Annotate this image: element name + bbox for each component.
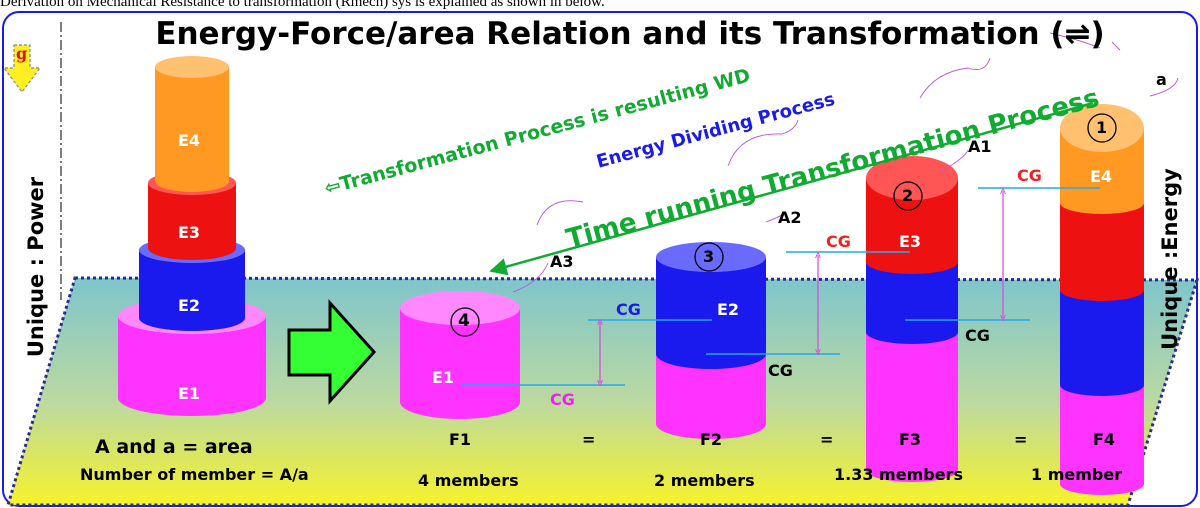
stack-f2 xyxy=(588,242,840,439)
circle-2 xyxy=(893,181,923,211)
label-e2-f2: E2 xyxy=(717,300,740,319)
cg-f2-lower: CG xyxy=(768,361,793,380)
cg-f2-upper: CG xyxy=(616,300,641,319)
stack-f1 xyxy=(400,291,625,419)
stack-f3 xyxy=(786,156,1030,482)
force-f1: F1 xyxy=(449,430,472,449)
label-e1-left: E1 xyxy=(178,384,201,403)
circle-1-label: 1 xyxy=(1096,118,1108,137)
cg-f3-lower: CG xyxy=(965,326,990,345)
area-a3: A3 xyxy=(550,252,574,271)
force-f4: F4 xyxy=(1093,430,1116,449)
label-e3-f3: E3 xyxy=(899,232,922,251)
cg-f1: CG xyxy=(550,390,575,409)
area-a1: A1 xyxy=(968,137,992,156)
left-stack xyxy=(118,56,266,416)
circle-2-label: 2 xyxy=(902,186,914,205)
stack-f4 xyxy=(978,104,1144,495)
force-f2: F2 xyxy=(700,430,723,449)
transform-arrow xyxy=(287,299,377,405)
circle-3-label: 3 xyxy=(703,247,715,266)
equals-3: = xyxy=(1014,430,1028,449)
circle-4 xyxy=(450,307,480,337)
members-f3: 1.33 members xyxy=(834,465,963,484)
label-e4-f4: E4 xyxy=(1090,167,1113,186)
circle-4-label: 4 xyxy=(458,311,470,331)
area-definition: A and a = area xyxy=(95,436,253,458)
equals-1: = xyxy=(582,430,596,449)
equals-2: = xyxy=(820,430,834,449)
member-formula: Number of member = A/a xyxy=(80,465,309,484)
top-caption: Derivation on Mechanical Resistance to t… xyxy=(0,0,605,10)
label-e2-left: E2 xyxy=(178,296,201,315)
left-side-label: Unique : Power xyxy=(24,176,48,358)
right-side-label: Unique :Energy xyxy=(1158,168,1182,350)
area-a: a xyxy=(1156,70,1167,89)
cg-f4: CG xyxy=(1017,166,1042,185)
time-arrow xyxy=(489,101,1094,276)
gravity-arrow xyxy=(2,44,42,93)
cg-f3-upper: CG xyxy=(826,232,851,251)
members-f4: 1 member xyxy=(1031,465,1123,484)
label-e4-left: E4 xyxy=(178,131,201,150)
gravity-label: g xyxy=(16,44,28,63)
circle-1 xyxy=(1087,113,1117,143)
label-e1-f1: E1 xyxy=(432,368,455,387)
label-e3-left: E3 xyxy=(178,223,201,242)
pointer-curves xyxy=(512,32,1179,293)
force-f3: F3 xyxy=(899,430,922,449)
circle-3 xyxy=(694,242,724,272)
members-f2: 2 members xyxy=(654,471,755,490)
members-f1: 4 members xyxy=(418,471,519,490)
page-title: Energy-Force/area Relation and its Trans… xyxy=(155,16,1105,52)
cg-height-arrows xyxy=(600,191,1003,383)
area-a2: A2 xyxy=(778,208,802,227)
